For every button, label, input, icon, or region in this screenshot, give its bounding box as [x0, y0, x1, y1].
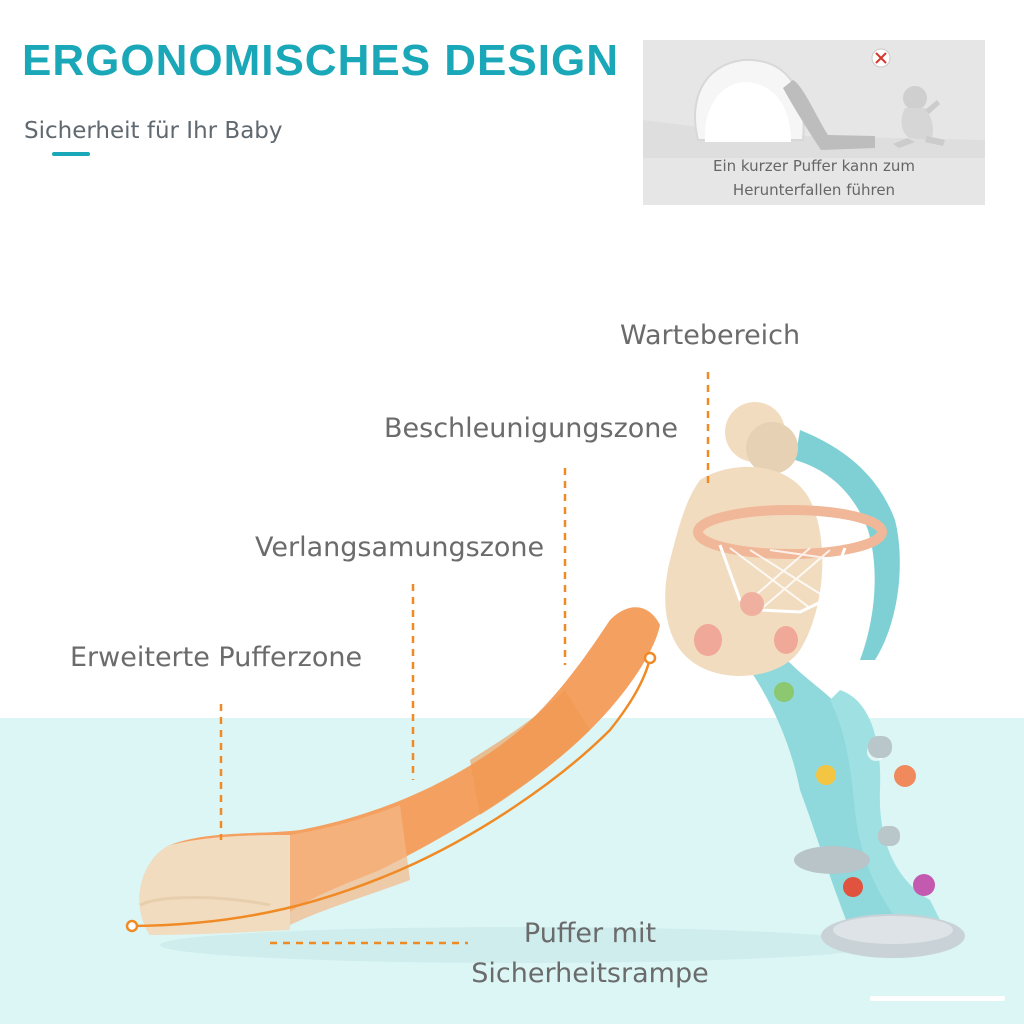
- label-buffer-line-2: Sicherheitsrampe: [471, 958, 709, 989]
- inset-comparison-image: Ein kurzer Puffer kann zum Herunterfalle…: [643, 40, 985, 205]
- path-end-marker: [643, 651, 657, 665]
- slide-path-line: [131, 657, 652, 928]
- baby-figure: [893, 86, 945, 148]
- floor-shadow: [160, 927, 880, 963]
- page-subtitle: Sicherheit für Ihr Baby: [24, 118, 283, 144]
- slide-chute: [139, 607, 660, 935]
- subtitle-underline: [52, 152, 90, 156]
- inset-caption-line-1: Ein kurzer Puffer kann zum: [712, 157, 916, 175]
- path-start-marker: [125, 919, 139, 933]
- label-extended-buffer-zone: Erweiterte Pufferzone: [70, 642, 363, 673]
- short-slide-panel: [704, 82, 791, 142]
- inset-illustration: [643, 40, 985, 205]
- label-deceleration-zone: Verlangsamungszone: [255, 532, 545, 563]
- callout-lines: [219, 372, 710, 945]
- cross-icon: [871, 48, 891, 68]
- label-buffer-line-1: Puffer mit: [523, 918, 657, 949]
- label-buffer-safety-ramp: Puffer mit Sicherheitsrampe: [470, 914, 710, 994]
- carousel-indicator[interactable]: [870, 996, 1005, 1001]
- page-title: ERGONOMISCHES DESIGN: [22, 36, 619, 85]
- label-waiting-area: Wartebereich: [620, 320, 801, 351]
- label-acceleration-zone: Beschleunigungszone: [384, 413, 678, 444]
- short-slide-chute: [783, 80, 875, 150]
- inset-caption: Ein kurzer Puffer kann zum Herunterfalle…: [643, 154, 985, 202]
- slide-frame: [750, 430, 965, 958]
- basketball-hoop: [693, 505, 887, 616]
- inset-caption-line-2: Herunterfallen führen: [732, 181, 896, 199]
